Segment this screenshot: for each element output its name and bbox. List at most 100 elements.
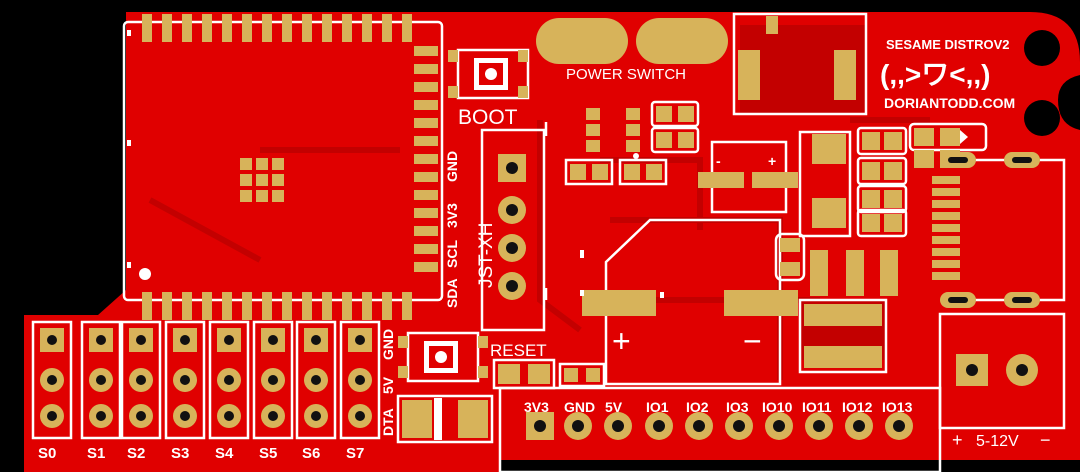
module-pin1-marker xyxy=(139,268,151,280)
servo-header-s4 xyxy=(208,320,250,440)
servo-pin-hole xyxy=(136,335,146,345)
servo-header-s5 xyxy=(252,320,294,440)
servo-label-s3: S3 xyxy=(171,445,189,462)
electrolytic-capacitor xyxy=(582,218,798,386)
servo-label-s1: S1 xyxy=(87,445,105,462)
cap-plus-sign: + xyxy=(612,323,631,359)
servo-pin-hole xyxy=(268,411,278,421)
jst-label: JST-XH xyxy=(476,223,497,288)
servo-pin-hole xyxy=(47,335,57,345)
url-label: DORIANTODD.COM xyxy=(884,95,1015,111)
servo-label-s7: S7 xyxy=(346,445,364,462)
io-label-gnd: GND xyxy=(564,399,595,415)
io-label-io10: IO10 xyxy=(762,399,793,415)
io-label-io2: IO2 xyxy=(686,399,709,415)
servo-headers xyxy=(31,320,381,440)
power-switch[interactable] xyxy=(536,18,728,64)
servo-label-s4: S4 xyxy=(215,445,234,462)
power-in-minus: − xyxy=(1040,430,1051,450)
i2c-labels: SDA SCL 3V3 GND xyxy=(444,151,460,308)
servo-label-s0: S0 xyxy=(38,445,56,462)
io-header-outline xyxy=(498,386,942,472)
io-label-io11: IO11 xyxy=(802,399,832,415)
io-header-labels: 3V3 GND 5V IO1 IO2 IO3 IO10 IO11 IO12 IO… xyxy=(524,399,913,415)
io-pin-hole xyxy=(612,420,624,432)
servo-rail-labels: DTA 5V GND xyxy=(380,329,396,436)
face-logo: (,,>ワ<,,) xyxy=(880,59,990,90)
servo-header-s0 xyxy=(31,320,73,440)
module-bottom-pads xyxy=(142,292,412,320)
io-label-3v3: 3V3 xyxy=(524,399,549,415)
servo-pin-hole xyxy=(355,335,365,345)
mounting-hole-top xyxy=(1024,30,1060,66)
power-terminal xyxy=(938,312,1066,430)
io-pin-hole xyxy=(693,420,705,432)
io-pin-hole xyxy=(773,420,785,432)
power-switch-label: POWER SWITCH xyxy=(566,66,686,83)
small-cap-plus: + xyxy=(768,153,776,169)
board-title: SESAME DISTROV2 xyxy=(886,37,1010,52)
boot-label: BOOT xyxy=(458,106,518,129)
rail-label-gnd: GND xyxy=(380,329,396,360)
servo-pin-hole xyxy=(180,335,190,345)
protection-diode xyxy=(396,394,494,444)
servo-pin-hole xyxy=(47,411,57,421)
rail-label-dta: DTA xyxy=(380,408,396,436)
module-right-pads xyxy=(414,46,438,272)
servo-pin-hole xyxy=(180,411,190,421)
small-cap-minus: - xyxy=(716,153,721,169)
i2c-label-scl: SCL xyxy=(444,240,460,268)
servo-header-s7 xyxy=(339,320,381,440)
servo-header-s2 xyxy=(120,320,162,440)
servo-pin-hole xyxy=(224,411,234,421)
io-label-5v: 5V xyxy=(605,399,623,415)
power-in-plus: + xyxy=(952,430,963,450)
mounting-hole-mid xyxy=(1024,100,1060,136)
i2c-label-sda: SDA xyxy=(444,278,460,308)
jst-xh-connector xyxy=(480,128,546,332)
module-vias xyxy=(127,30,131,268)
io-pin-hole xyxy=(813,420,825,432)
io-label-io13: IO13 xyxy=(882,399,913,415)
boot-button[interactable] xyxy=(448,48,530,100)
io-pin-hole xyxy=(853,420,865,432)
misc-silk-marks xyxy=(544,122,664,300)
small-capacitor xyxy=(698,140,798,214)
io-header-pins xyxy=(526,412,913,440)
smd-cluster xyxy=(564,100,700,186)
io-label-io3: IO3 xyxy=(726,399,749,415)
servo-header-s3 xyxy=(164,320,206,440)
servo-pin-hole xyxy=(180,375,190,385)
io-pin-hole xyxy=(534,420,546,432)
io-pin-hole xyxy=(733,420,745,432)
io-pin-hole xyxy=(893,420,905,432)
servo-pin-hole xyxy=(311,411,321,421)
fuse-block xyxy=(798,298,888,374)
power-in-range: 5-12V xyxy=(976,433,1019,450)
servo-header-s6 xyxy=(295,320,337,440)
servo-pin-hole xyxy=(224,335,234,345)
reset-button[interactable] xyxy=(398,331,488,383)
reset-label: RESET xyxy=(490,341,547,360)
servo-pin-hole xyxy=(311,375,321,385)
servo-pin-hole xyxy=(96,411,106,421)
module-top-pads xyxy=(142,14,412,42)
io-pin-hole xyxy=(572,420,584,432)
servo-header-s1 xyxy=(80,320,122,440)
cap-minus-sign: − xyxy=(743,323,762,359)
servo-pin-hole xyxy=(136,375,146,385)
rail-label-5v: 5V xyxy=(380,376,396,394)
i2c-label-3v3: 3V3 xyxy=(444,203,460,228)
servo-pin-hole xyxy=(311,335,321,345)
reset-smd-pads xyxy=(492,358,606,390)
servo-pin-hole xyxy=(224,375,234,385)
servo-pin-hole xyxy=(268,375,278,385)
servo-pin-hole xyxy=(355,411,365,421)
servo-pin-hole xyxy=(136,411,146,421)
servo-label-s2: S2 xyxy=(127,445,145,462)
servo-pin-hole xyxy=(96,375,106,385)
servo-pin-hole xyxy=(268,335,278,345)
servo-pin-hole xyxy=(355,375,365,385)
